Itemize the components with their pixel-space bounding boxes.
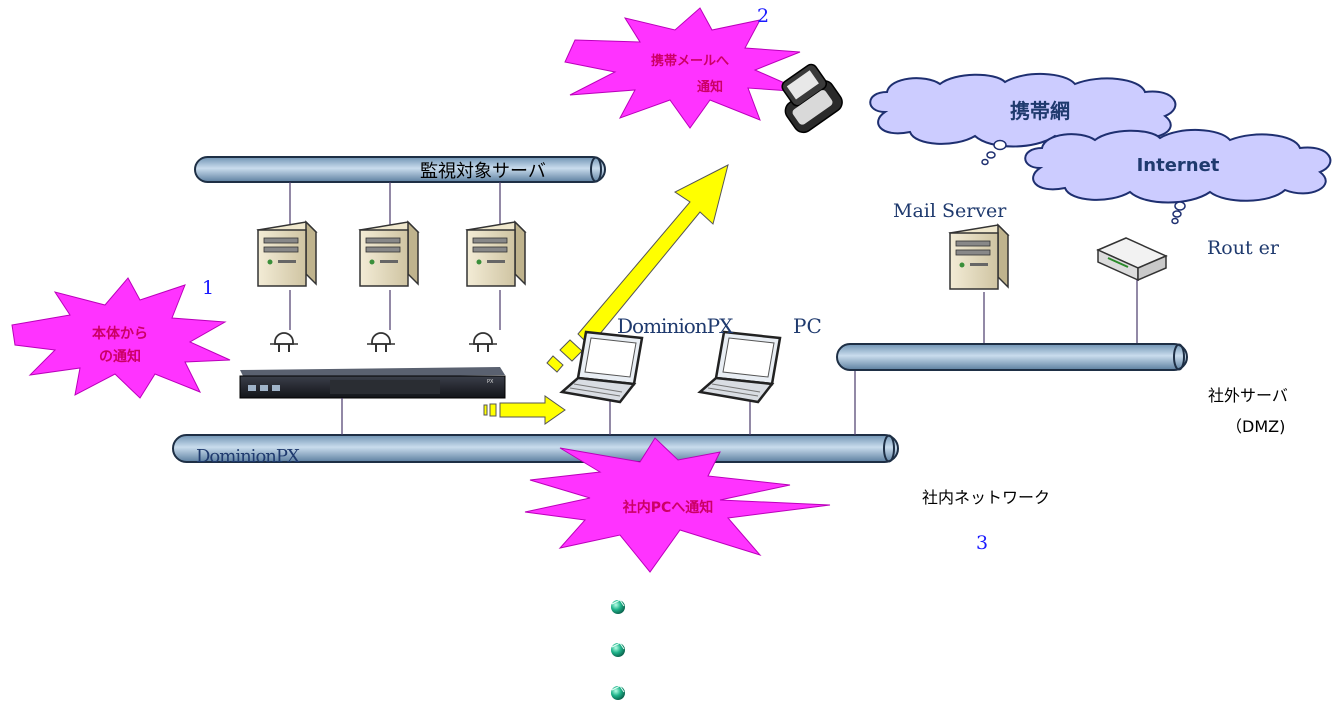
thought-bubble-internet [1171,201,1186,225]
monitored-server-icon [257,221,317,287]
internet-cloud: Internet [1024,128,1332,204]
monitored-server-icon [359,221,419,287]
device-notification-burst: 本体から の通知 [11,277,231,399]
rack-pdu-icon: PX [239,367,506,399]
monitored-servers-label: 監視対象サーバ [420,161,546,182]
device-notify-line1: 本体から [92,325,148,342]
dominion-px-pc-label: DominionPX [617,314,734,338]
mobile-mail-notification-burst: 携帯メールへ 通知 [564,7,806,129]
router-icon [1096,237,1168,282]
green-gem-bullet-icon [611,642,625,657]
flip-phone-icon [781,63,843,134]
power-plug-icon [269,332,299,353]
device-notify-line2: の通知 [99,348,141,365]
internet-label: Internet [1137,155,1220,176]
monitored-server-icon [466,221,526,287]
mobile-network-cloud: 携帯網 [869,72,1177,148]
internal-network-label: 社内ネットワーク [922,488,1050,507]
power-plug-icon [366,332,396,353]
step-number-1: 1 [202,277,214,299]
internal-pc-notification-burst: 社内PCへ通知 [524,437,831,573]
mobile-mail-line1: 携帯メールへ [651,53,729,69]
thought-bubble-mobile [981,139,1007,166]
internal-network-bus: DominionPX [172,434,899,467]
pc-label: PC [793,314,822,338]
notify-arrow-to-pc [483,395,566,425]
dominion-px-bus-label: DominionPX [196,446,300,467]
step-number-3: 3 [976,532,988,554]
dmz-label: （DMZ) [1226,417,1285,436]
svg-text:PX: PX [487,379,494,385]
external-server-bus [836,343,1188,371]
step-number-2: 2 [757,5,769,27]
mail-server-label: Mail Server [893,200,1007,222]
pc-laptop-icon [698,330,782,404]
mobile-mail-line2: 通知 [697,79,723,95]
mail-server-icon [949,224,1009,290]
notify-arrow-to-mobile [546,164,729,373]
power-plug-icon [468,332,498,353]
green-gem-bullet-icon [611,685,625,700]
green-gem-bullet-icon [611,599,625,614]
router-label: Rout er [1207,237,1280,259]
monitored-server-bus: 監視対象サーバ [194,156,606,183]
internal-pc-notify-text: 社内PCへ通知 [622,499,714,516]
mobile-network-label: 携帯網 [1010,99,1070,123]
dominion-px-laptop-icon [560,330,644,404]
external-servers-label: 社外サーバ [1208,386,1288,405]
